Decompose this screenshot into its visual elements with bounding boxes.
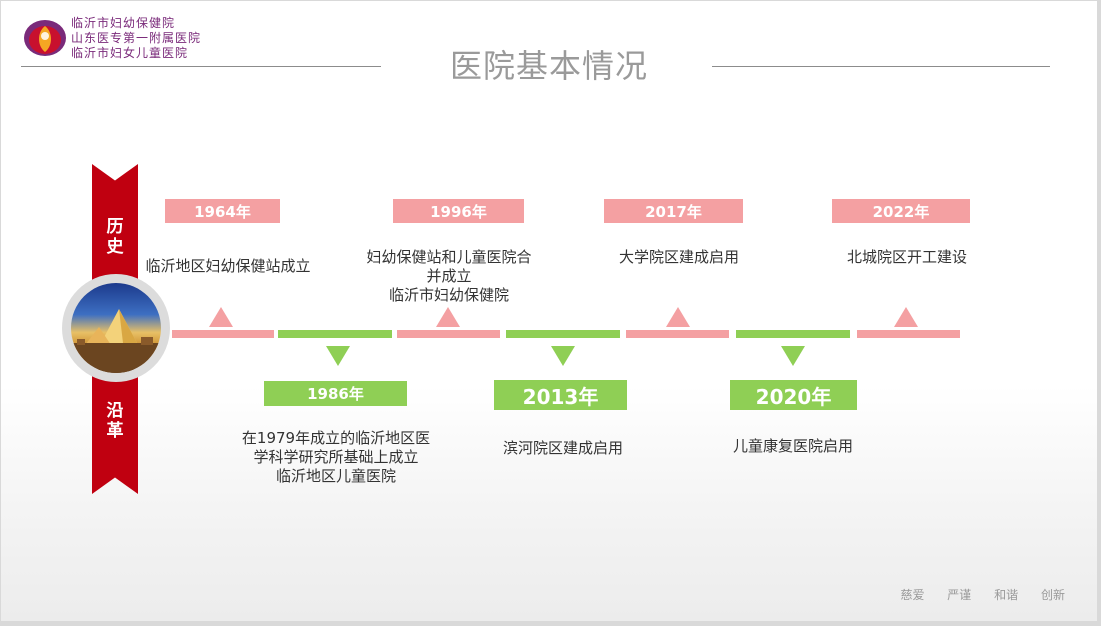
- ribbon-bottom-text: 沿 革: [97, 401, 133, 441]
- logo-line-3: 临沂市妇女儿童医院: [71, 46, 189, 60]
- ribbon-top-text: 历 史: [97, 217, 133, 257]
- event-description-2020: 儿童康复医院启用: [732, 437, 853, 455]
- footer-value: 创新: [1040, 588, 1065, 602]
- timeline-segment-1: [172, 330, 274, 338]
- logo-text: 临沂市妇幼保健院 山东医专第一附属医院 临沂市妇女儿童医院: [71, 16, 201, 61]
- event-description-1996: 妇幼保健站和儿童医院合 并成立 临沂市妇幼保健院: [366, 248, 532, 304]
- ribbon-top-char-1: 历: [106, 217, 124, 237]
- footer-value: 严谨: [947, 588, 972, 602]
- pyramid-building-icon: [71, 309, 161, 373]
- marker-up-icon: [666, 307, 690, 327]
- ribbon-top-char-2: 史: [106, 237, 124, 257]
- hospital-photo: [71, 283, 161, 373]
- marker-up-icon: [894, 307, 918, 327]
- timeline-segment-7: [857, 330, 960, 338]
- marker-down-icon: [551, 346, 575, 366]
- logo-line-2: 山东医专第一附属医院: [71, 31, 202, 45]
- event-description-1986: 在1979年成立的临沂地区医 学科学研究所基础上成立 临沂地区儿童医院: [241, 429, 431, 485]
- marker-down-icon: [326, 346, 350, 366]
- timeline-segment-4: [506, 330, 620, 338]
- event-description-2017: 大学院区建成启用: [618, 248, 739, 266]
- hospital-emblem-icon: [24, 20, 66, 56]
- timeline-segment-6: [736, 330, 850, 338]
- medallion: [62, 274, 170, 382]
- marker-up-icon: [436, 307, 460, 327]
- year-label-2020: 2020年: [730, 380, 857, 410]
- logo-line-1: 临沂市妇幼保健院: [71, 16, 176, 30]
- title-rule-right: [712, 66, 1050, 67]
- footer-values: 慈爱 严谨 和谐 创新: [881, 586, 1065, 603]
- year-label-2013: 2013年: [494, 380, 627, 410]
- year-label-1996: 1996年: [393, 199, 524, 223]
- timeline-segment-3: [397, 330, 500, 338]
- ribbon-bottom-char-1: 沿: [106, 401, 124, 421]
- footer-value: 和谐: [994, 588, 1019, 602]
- hospital-logo: 临沂市妇幼保健院 山东医专第一附属医院 临沂市妇女儿童医院: [23, 16, 223, 62]
- ribbon-bottom-char-2: 革: [106, 421, 124, 441]
- event-description-1964: 临沂地区妇幼保健站成立: [145, 257, 311, 275]
- event-description-2022: 北城院区开工建设: [846, 248, 967, 266]
- footer-value: 慈爱: [900, 588, 925, 602]
- year-label-2017: 2017年: [604, 199, 743, 223]
- page-title: 医院基本情况: [449, 47, 648, 85]
- event-description-2013: 滨河院区建成启用: [502, 439, 623, 457]
- year-label-1986: 1986年: [264, 381, 407, 406]
- title-rule-left: [21, 66, 381, 67]
- timeline-segment-5: [626, 330, 729, 338]
- year-label-1964: 1964年: [165, 199, 280, 223]
- year-label-2022: 2022年: [832, 199, 970, 223]
- marker-down-icon: [781, 346, 805, 366]
- timeline-segment-2: [278, 330, 392, 338]
- marker-up-icon: [209, 307, 233, 327]
